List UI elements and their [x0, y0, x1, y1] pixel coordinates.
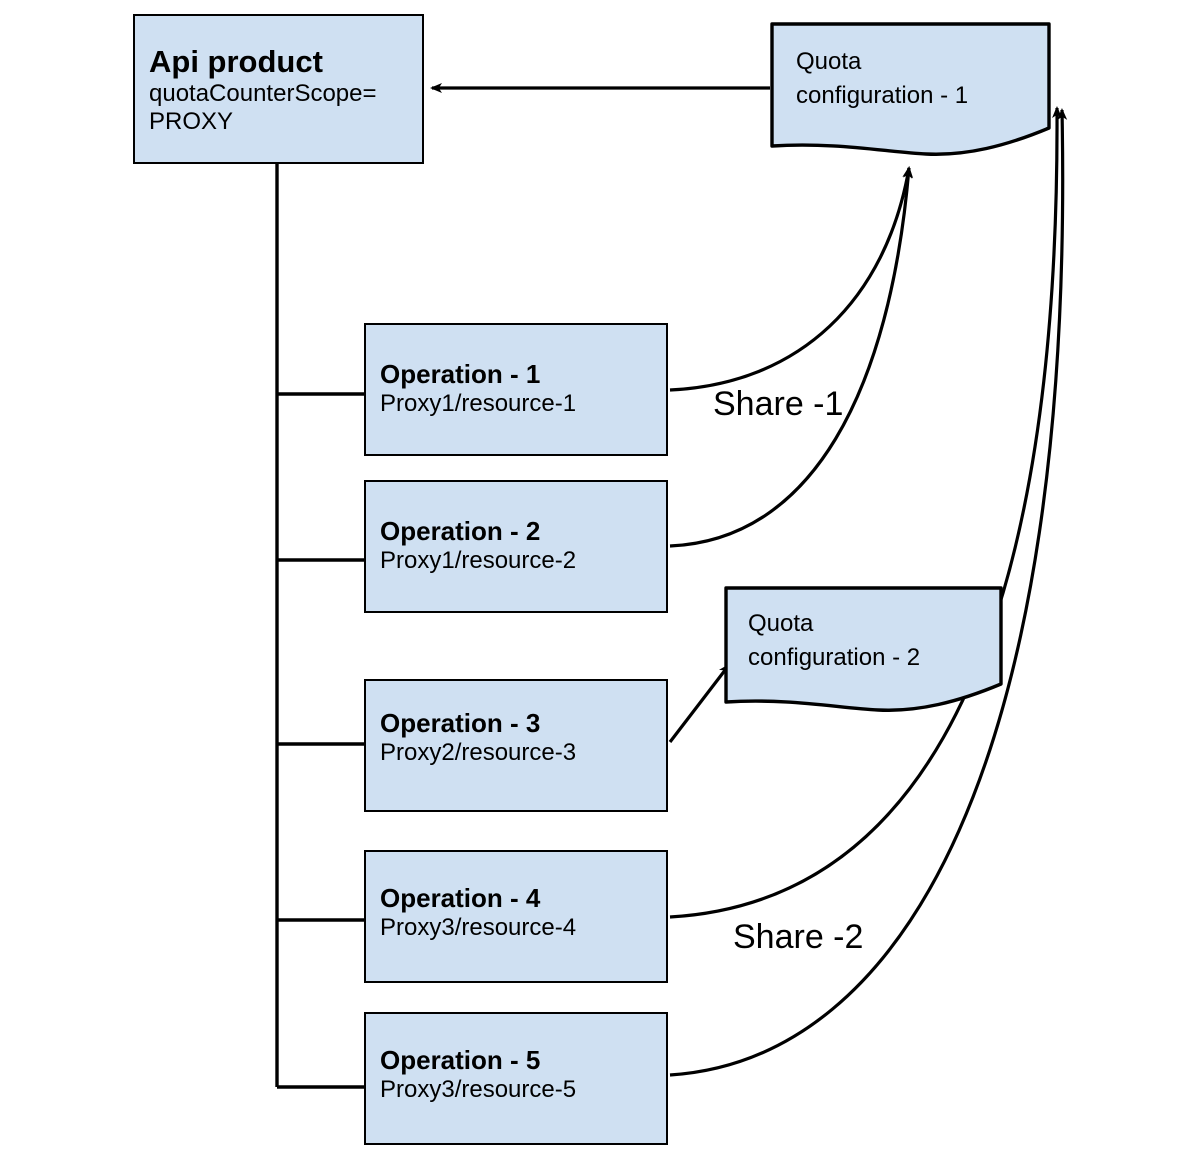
connector-operation-5-to-quota1	[669, 108, 1068, 1077]
connector-operation-1-to-quota1	[669, 166, 913, 392]
operation-1-node[interactable]: Operation - 1 Proxy1/resource-1	[364, 323, 668, 456]
api-product-attribute-line-2: PROXY	[149, 108, 234, 136]
connector-operation-4-to-quota1	[669, 106, 1063, 919]
share-1-edge-label: Share -1	[713, 385, 844, 423]
connector-operation-2-to-quota1	[669, 166, 914, 548]
operation-5-title: Operation - 5	[380, 1045, 541, 1075]
operation-2-node[interactable]: Operation - 2 Proxy1/resource-2	[364, 480, 668, 613]
operation-3-node[interactable]: Operation - 3 Proxy2/resource-3	[364, 679, 668, 812]
quota-configuration-2-shape	[724, 586, 1003, 712]
operation-1-path: Proxy1/resource-1	[380, 389, 577, 417]
operation-3-title: Operation - 3	[380, 708, 541, 738]
operation-1-title: Operation - 1	[380, 359, 541, 389]
operation-4-path: Proxy3/resource-4	[380, 913, 577, 941]
api-product-node[interactable]: Api product quotaCounterScope= PROXY	[133, 14, 424, 164]
connector-operation-3-to-quota2	[668, 663, 731, 743]
quota-configuration-1-node[interactable]: Quota configuration - 1	[766, 18, 1058, 170]
operation-5-path: Proxy3/resource-5	[380, 1075, 577, 1103]
share-2-edge-label: Share -2	[733, 918, 864, 956]
quota-configuration-2-label-line-2: configuration - 2	[748, 644, 921, 671]
quota-configuration-2-label-line-1: Quota	[748, 610, 814, 637]
operation-4-title: Operation - 4	[380, 883, 541, 913]
api-product-attribute-line-1: quotaCounterScope=	[149, 79, 377, 107]
operation-2-path: Proxy1/resource-2	[380, 546, 577, 574]
quota-configuration-1-shape	[770, 22, 1051, 156]
api-product-title: Api product	[149, 44, 323, 79]
quota-configuration-1-label-line-2: configuration - 1	[796, 82, 969, 109]
quota-configuration-1-label-line-1: Quota	[796, 48, 862, 75]
operation-2-title: Operation - 2	[380, 516, 541, 546]
operation-3-path: Proxy2/resource-3	[380, 738, 577, 766]
operation-5-node[interactable]: Operation - 5 Proxy3/resource-5	[364, 1012, 668, 1145]
operation-4-node[interactable]: Operation - 4 Proxy3/resource-4	[364, 850, 668, 983]
quota-configuration-2-node[interactable]: Quota configuration - 2	[720, 582, 1008, 724]
